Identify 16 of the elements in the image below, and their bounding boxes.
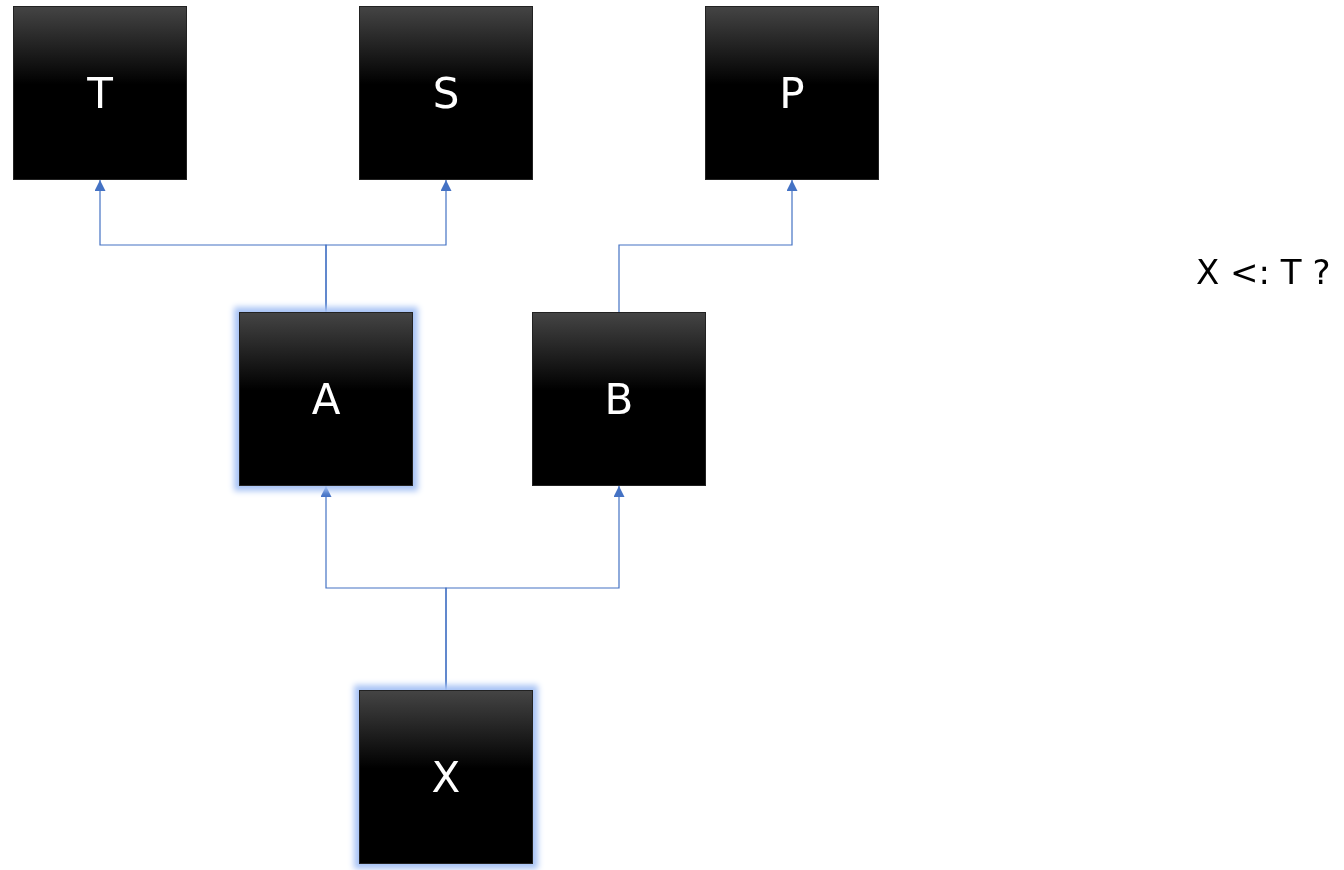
node-label: P [779, 68, 805, 118]
class-box [359, 6, 533, 180]
class-box [705, 6, 879, 180]
node-label: X [431, 752, 461, 802]
arrow [445, 485, 625, 691]
node-label: S [432, 68, 460, 118]
class-box [359, 690, 533, 864]
arrow [325, 179, 452, 313]
class-box [13, 6, 187, 180]
class-box [239, 312, 413, 486]
node-label: A [311, 374, 341, 424]
node-label: T [87, 68, 113, 118]
node-label: B [604, 374, 634, 424]
question-text: X <: T ? [1196, 252, 1331, 292]
class-box [532, 312, 706, 486]
arrow [618, 179, 798, 313]
